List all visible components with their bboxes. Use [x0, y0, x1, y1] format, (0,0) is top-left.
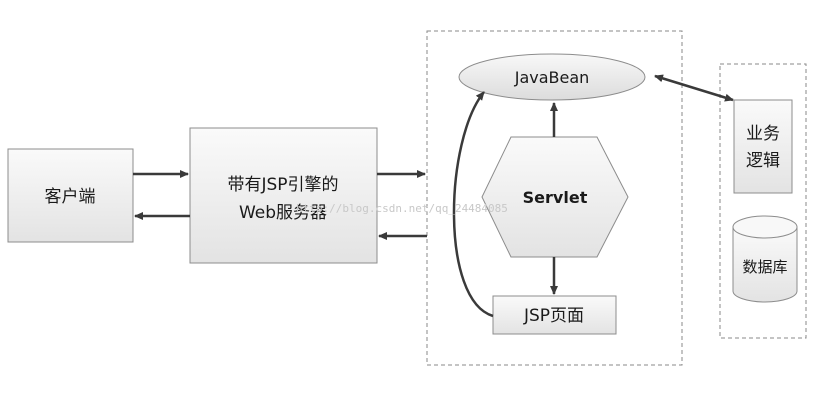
servlet-node: Servlet [481, 136, 629, 258]
business-logic-label-line1: 业务 [746, 124, 780, 144]
javabean-label: JavaBean [514, 68, 590, 87]
javabean-business-arrow [654, 74, 734, 102]
watermark-text: http://blog.csdn.net/qq_24484085 [296, 202, 508, 215]
web-server-label-line1: 带有JSP引擎的 [227, 175, 338, 195]
client-node: 客户端 [7, 148, 134, 243]
web-server-label-line2: Web服务器 [239, 203, 327, 223]
database-label: 数据库 [742, 258, 787, 276]
business-logic-label-line2: 逻辑 [746, 151, 780, 171]
jsp-page-node: JSP页面 [492, 295, 617, 335]
jsp-to-javabean-arrow [452, 91, 494, 318]
javabean-node: JavaBean [458, 53, 646, 101]
servlet-label: Servlet [523, 188, 588, 207]
web-server-node: 带有JSP引擎的 Web服务器 [189, 127, 378, 264]
jsp-page-label: JSP页面 [523, 306, 584, 326]
client-label: 客户端 [45, 187, 96, 207]
business-logic-node: 业务 逻辑 [733, 99, 793, 194]
database-node: 数据库 [732, 215, 798, 303]
